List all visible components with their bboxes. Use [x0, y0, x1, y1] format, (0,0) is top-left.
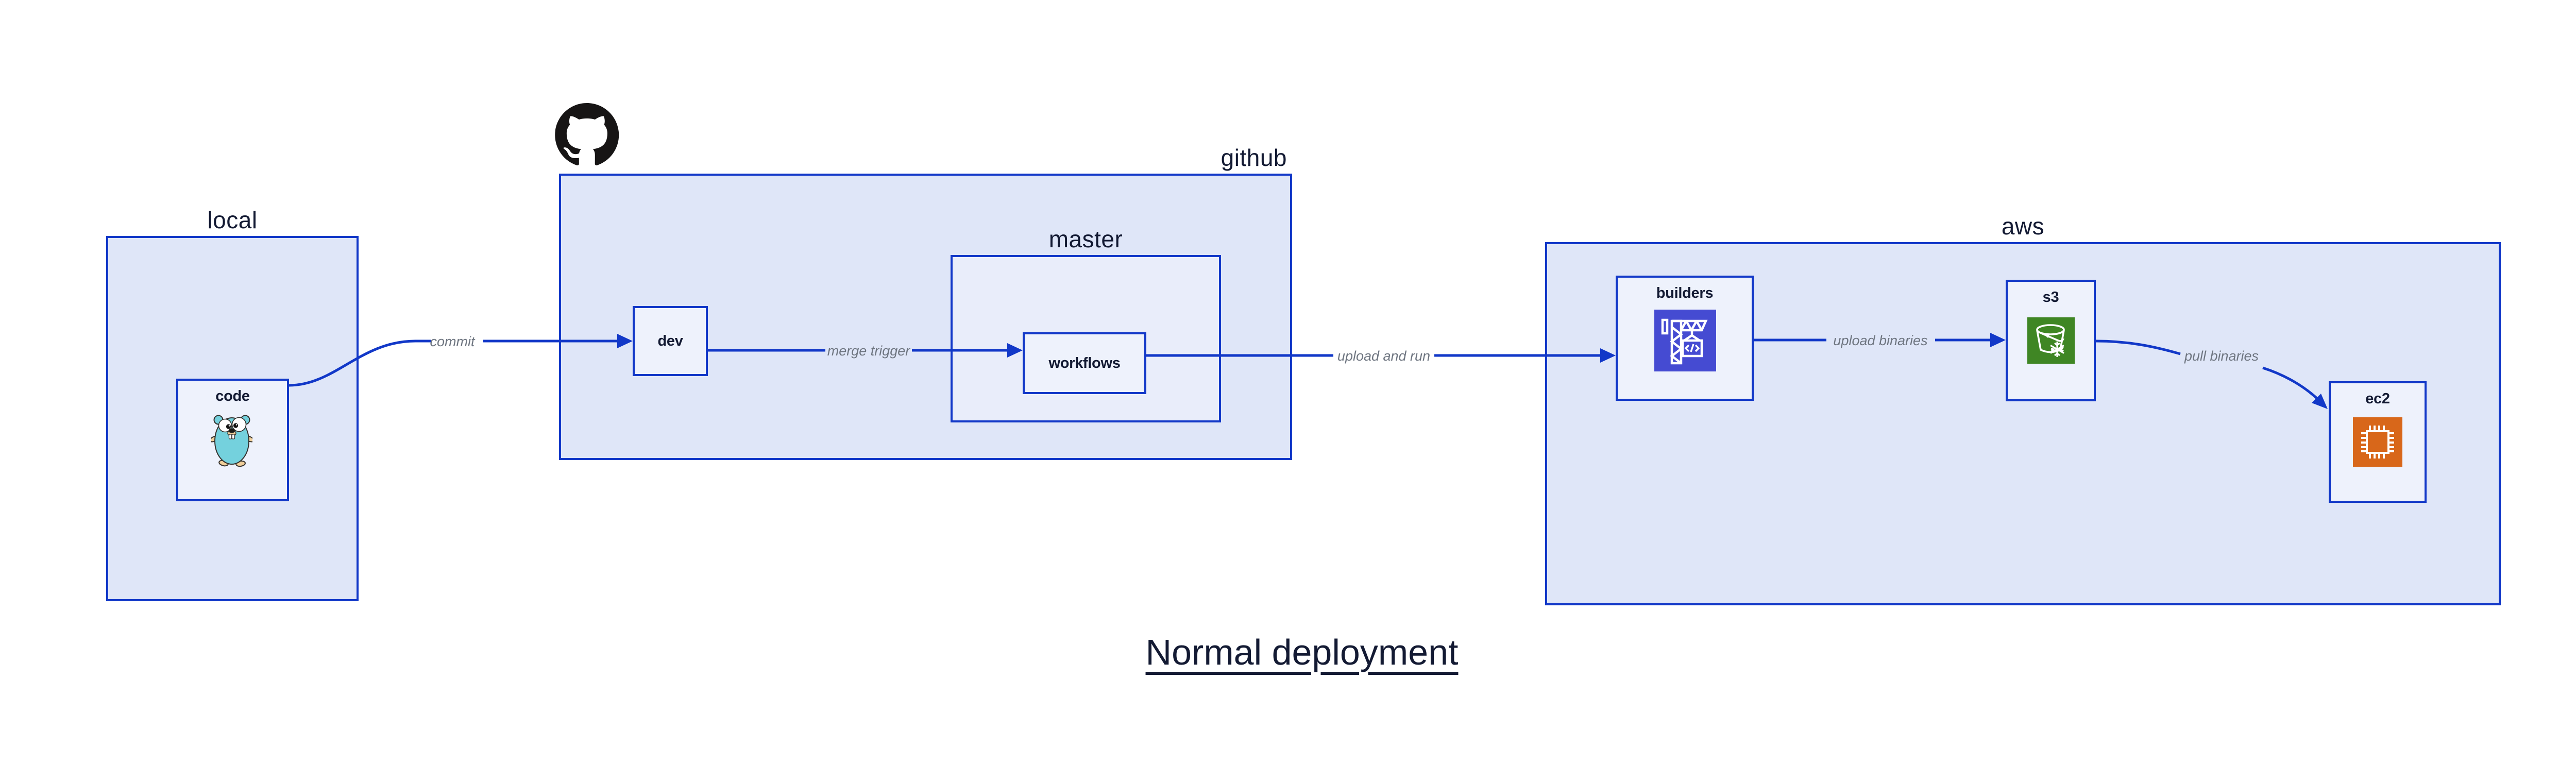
container-label-github: github: [1221, 144, 1287, 171]
node-label-ec2: ec2: [2365, 390, 2390, 407]
node-label-code: code: [215, 388, 250, 404]
diagram-title: Normal deployment: [1145, 632, 1459, 672]
container-label-master: master: [1048, 226, 1123, 252]
container-label-local: local: [207, 207, 258, 233]
github-octocat-icon: [555, 103, 619, 165]
node-workflows: workflows: [1023, 332, 1146, 394]
node-label-workflows: workflows: [1048, 354, 1121, 371]
ec2-chip-icon: [2353, 417, 2402, 467]
node-label-s3: s3: [2042, 289, 2059, 305]
codebuild-crane-icon: [1654, 310, 1716, 371]
s3-glacier-bucket-icon: [2027, 317, 2075, 364]
node-label-dev: dev: [657, 332, 683, 349]
edge-label-commit: commit: [430, 334, 476, 349]
edge-label-upload-and-run: upload and run: [1337, 348, 1430, 364]
node-label-builders: builders: [1656, 285, 1714, 301]
node-dev: dev: [633, 306, 708, 376]
go-gopher-icon: [211, 415, 252, 467]
container-label-aws: aws: [2001, 213, 2045, 240]
